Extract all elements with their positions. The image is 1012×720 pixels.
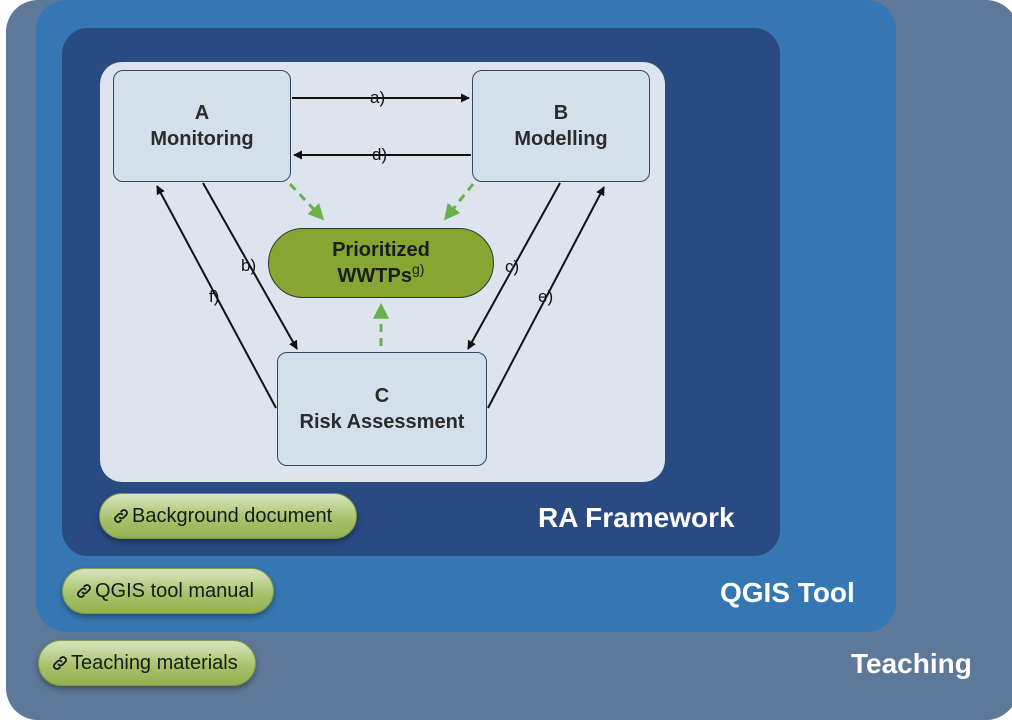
node-b-label: Modelling	[514, 128, 608, 150]
node-monitoring: A Monitoring	[113, 70, 291, 182]
edge-label-b: b)	[241, 256, 257, 275]
teaching-materials-label: Teaching materials	[71, 651, 238, 674]
edge-label-f: f)	[209, 287, 220, 306]
edge-label-e: e)	[538, 287, 554, 306]
node-c-label: Risk Assessment	[299, 411, 465, 433]
link-icon	[114, 509, 128, 523]
prioritized-line1: Prioritized	[332, 239, 430, 261]
qgis-tool-manual-label: QGIS tool manual	[95, 579, 254, 602]
prioritized-sup: g)	[411, 261, 425, 277]
node-a-letter: A	[194, 102, 210, 124]
link-icon	[77, 584, 91, 598]
qgis-tool-label: QGIS Tool	[720, 577, 855, 608]
edge-label-d: d)	[372, 145, 388, 164]
prioritized-line2: WWTPs	[337, 265, 412, 287]
teaching-label: Teaching	[851, 648, 972, 679]
edge-label-c: c)	[505, 257, 520, 276]
ra-framework-label: RA Framework	[538, 502, 735, 533]
prioritized-line2-wrap: WWTPsg)	[337, 261, 425, 289]
node-modelling: B Modelling	[472, 70, 650, 182]
background-document-link[interactable]: Background document	[99, 493, 357, 539]
node-b-letter: B	[553, 102, 569, 124]
node-c-letter: C	[374, 385, 390, 407]
teaching-materials-link[interactable]: Teaching materials	[38, 640, 256, 686]
node-risk-assessment: C Risk Assessment	[277, 352, 487, 466]
prioritized-wwtps: Prioritized WWTPsg)	[268, 228, 494, 298]
qgis-tool-manual-link[interactable]: QGIS tool manual	[62, 568, 274, 614]
node-a-label: Monitoring	[150, 128, 254, 150]
background-document-label: Background document	[132, 504, 333, 527]
link-icon	[53, 656, 67, 670]
edge-label-a: a)	[370, 88, 386, 107]
